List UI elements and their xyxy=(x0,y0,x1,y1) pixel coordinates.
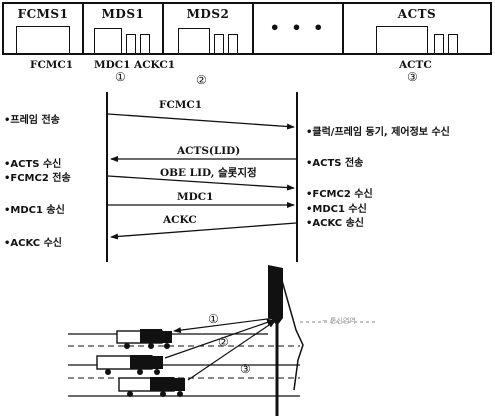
left-note-frame-send: •프레임 전송 xyxy=(4,111,60,126)
left-note-mdc1-send: •MDC1 송신 xyxy=(4,201,65,216)
faint-area-label: ~ 통신영역 xyxy=(322,316,356,326)
msg-label-obe-lid: OBE LID, 슬롯지정 xyxy=(160,165,257,180)
beam-3 xyxy=(188,321,275,380)
left-note-fcmc2-send: •FCMC2 전송 xyxy=(4,169,71,184)
left-note-acts-receive: •ACTS 수신 xyxy=(4,155,61,170)
road-circled-2: ② xyxy=(218,335,229,349)
right-note-sync-receive: •클럭/프레임 동기, 제어정보 수신 xyxy=(306,123,450,138)
road-circled-1: ① xyxy=(208,312,219,326)
truck-3 xyxy=(119,377,185,397)
right-note-ackc-send: •ACKC 송신 xyxy=(306,214,364,229)
right-note-fcmc2-receive: •FCMC2 수신 xyxy=(306,185,373,200)
msg-label-mdc1: MDC1 xyxy=(177,191,213,203)
arrow-ackc xyxy=(111,223,296,237)
left-note-ackc-receive: •ACKC 수신 xyxy=(4,234,62,249)
msg-label-acts-lid: ACTS(LID) xyxy=(177,145,240,157)
truck-2 xyxy=(97,355,163,375)
right-note-acts-send: •ACTS 전송 xyxy=(306,154,363,169)
msg-label-ackc: ACKC xyxy=(163,214,197,226)
road-circled-3: ③ xyxy=(240,362,251,376)
right-note-mdc1-receive: •MDC1 수신 xyxy=(306,200,367,215)
arrow-fcmc1 xyxy=(108,114,294,127)
msg-label-fcmc1: FCMC1 xyxy=(159,99,202,111)
